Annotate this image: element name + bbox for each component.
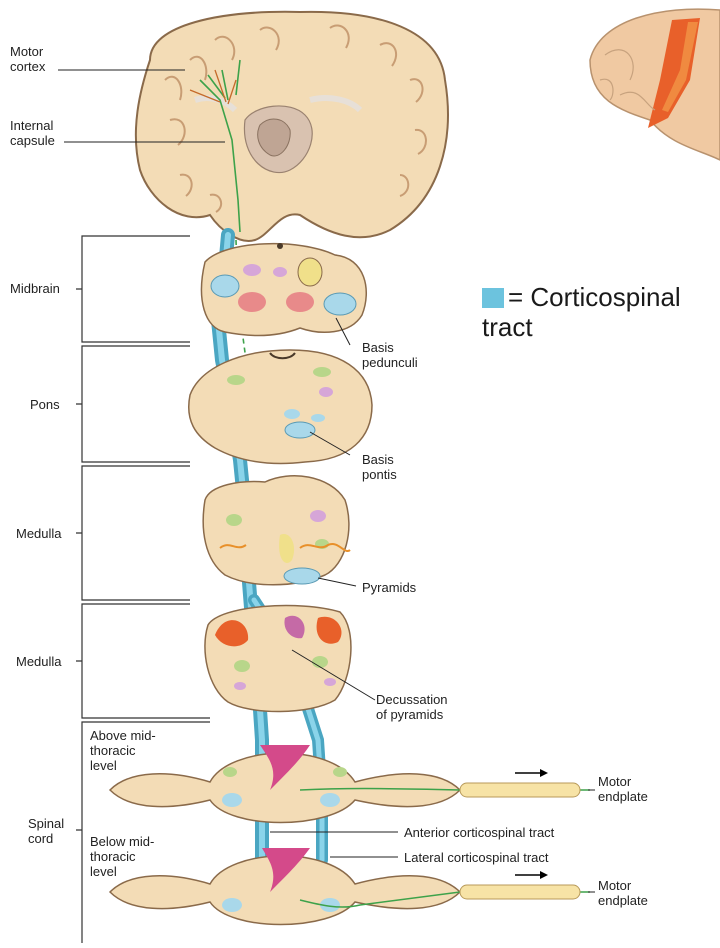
- medulla-lower-section: [205, 606, 351, 712]
- pons-label: Pons: [30, 397, 60, 412]
- spinal-cord-label: Spinal cord: [28, 816, 64, 846]
- spinal-cord-upper-section: [110, 745, 590, 823]
- legend-swatch: [482, 288, 504, 308]
- lateral-brain-thumbnail: [590, 9, 720, 160]
- midbrain-section: [202, 243, 367, 335]
- basis-pedunculi-label: Basis pedunculi: [362, 340, 418, 370]
- decussation-label: Decussation of pyramids: [376, 692, 448, 722]
- pons-section: [189, 350, 372, 463]
- motor-endplate-upper-label: Motor endplate: [598, 774, 648, 804]
- midbrain-label: Midbrain: [10, 281, 60, 296]
- legend: = Corticospinal tract: [482, 282, 718, 342]
- motor-cortex-label: Motor cortex: [10, 44, 45, 74]
- lateral-tract-label: Lateral corticospinal tract: [404, 850, 549, 865]
- medulla-upper-label: Medulla: [16, 526, 62, 541]
- basis-pontis-label: Basis pontis: [362, 452, 397, 482]
- anterior-tract-label: Anterior corticospinal tract: [404, 825, 554, 840]
- pyramids-label: Pyramids: [362, 580, 416, 595]
- below-mid-thoracic-label: Below mid- thoracic level: [90, 834, 154, 879]
- above-mid-thoracic-label: Above mid- thoracic level: [90, 728, 156, 773]
- motor-endplate-lower-label: Motor endplate: [598, 878, 648, 908]
- medulla-lower-label: Medulla: [16, 654, 62, 669]
- medulla-upper-section: [203, 476, 350, 585]
- coronal-brain-section: [136, 12, 448, 241]
- internal-capsule-label: Internal capsule: [10, 118, 55, 148]
- legend-text: = Corticospinal tract: [482, 282, 681, 342]
